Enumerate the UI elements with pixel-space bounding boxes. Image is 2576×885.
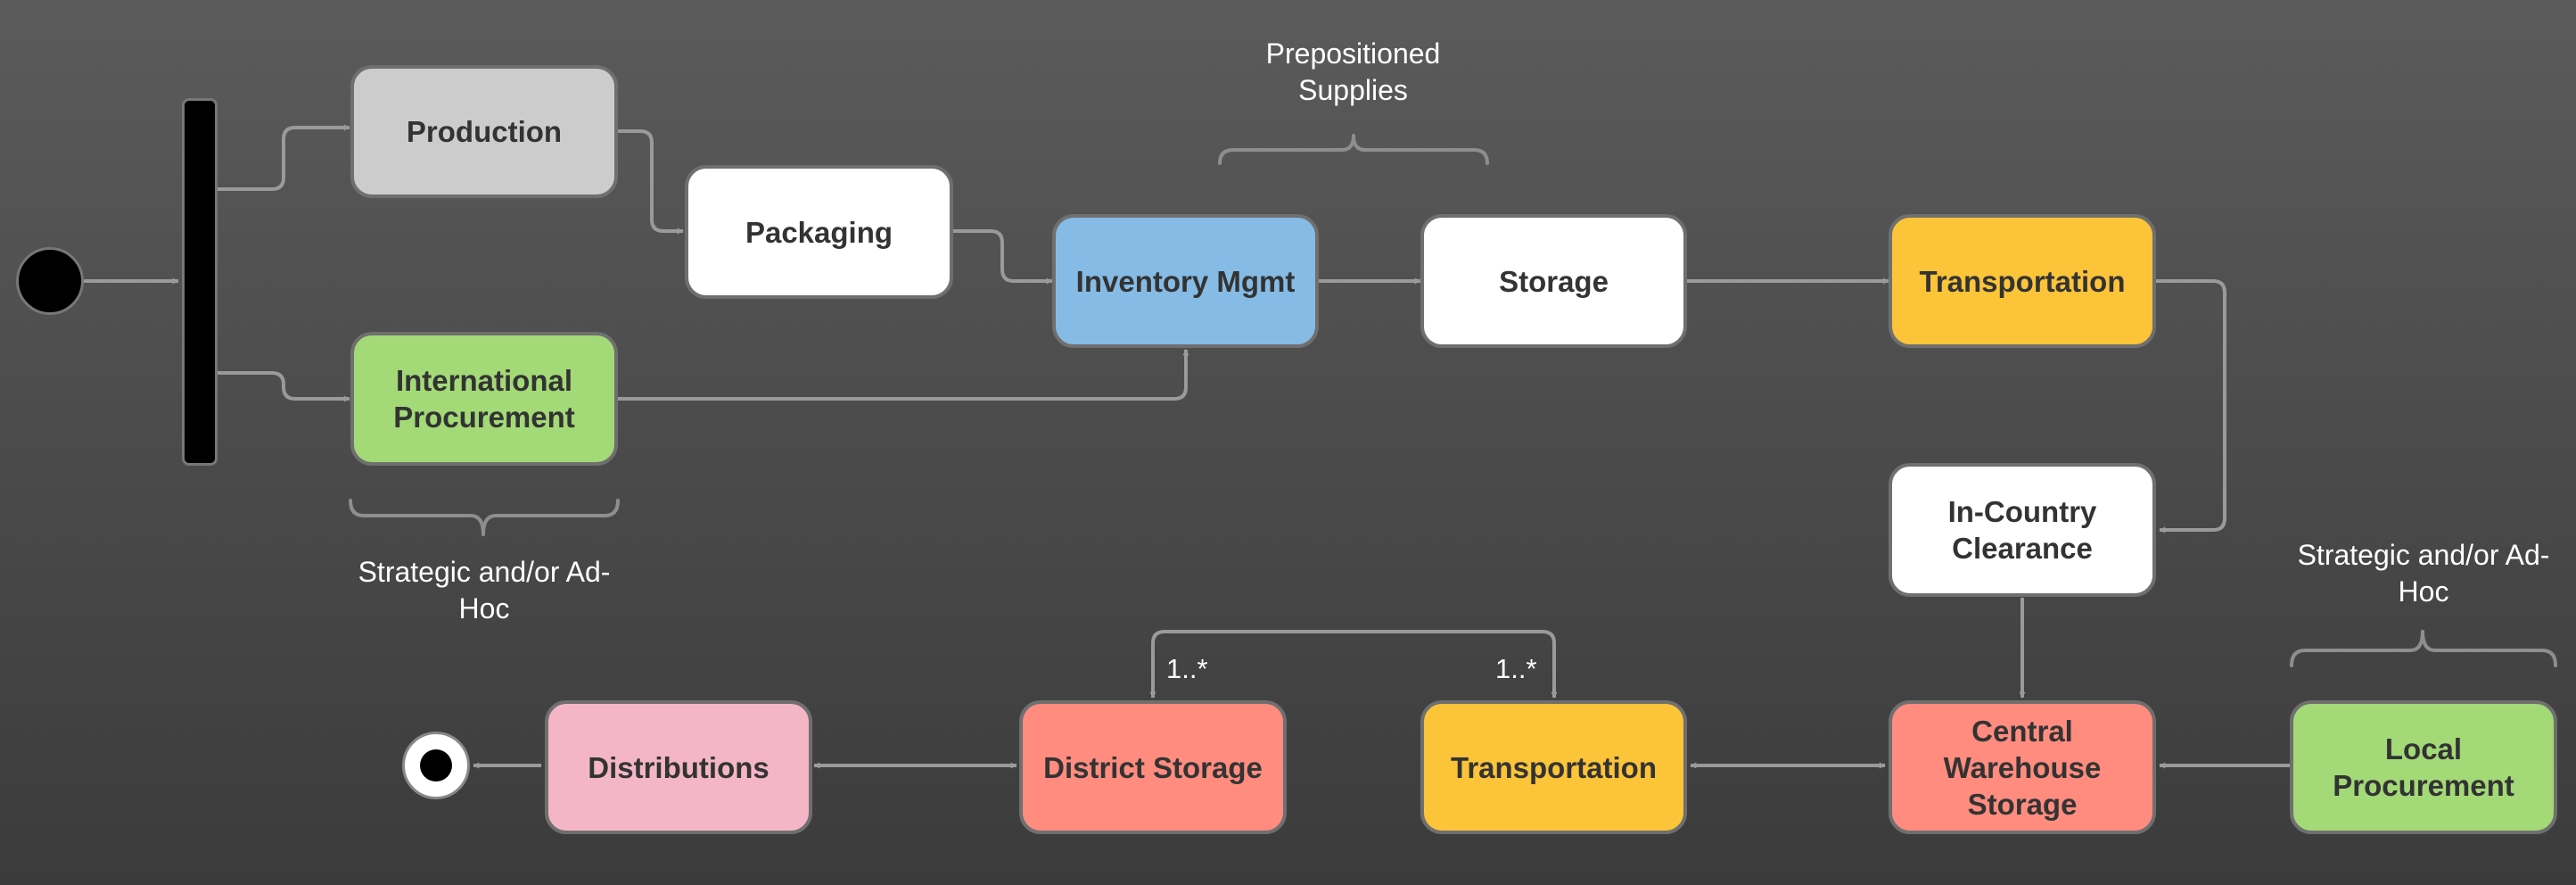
edge-production-to-packaging [618,129,684,235]
multiplicity-transport: 1..* [1495,653,1537,684]
note-strategic-left: Strategic and/or Ad-Hoc [358,556,611,624]
node-storage[interactable]: Storage [1420,214,1687,348]
node-inventory-mgmt[interactable]: Inventory Mgmt [1052,214,1319,348]
edge-intl-procurement-to-inventory [618,349,1189,401]
edge-district-transport-loop [1149,630,1558,699]
node-international-procurement[interactable]: International Procurement [350,332,618,466]
node-central-warehouse-storage[interactable]: Central Warehouse Storage [1889,700,2156,834]
brace-strategic-left [349,499,620,536]
brace-strategic-right [2290,630,2557,667]
node-in-country-clearance[interactable]: In-Country Clearance [1889,463,2156,597]
brace-prepositioned [1218,134,1489,165]
node-transportation-bottom[interactable]: Transportation [1420,700,1687,834]
final-node-dot [420,749,452,782]
edge-fork-to-production [218,124,350,191]
note-prepositioned-supplies: Prepositioned Supplies [1265,37,1441,106]
node-production[interactable]: Production [350,65,618,198]
note-strategic-right: Strategic and/or Ad-Hoc [2297,539,2550,608]
edge-transport-to-clearance [2156,279,2226,533]
multiplicity-district: 1..* [1166,653,1208,684]
node-packaging[interactable]: Packaging [685,165,953,299]
edge-packaging-to-inventory [953,229,1053,285]
edge-fork-to-intl-procurement [218,371,350,402]
node-transportation-top[interactable]: Transportation [1889,214,2156,348]
node-district-storage[interactable]: District Storage [1019,700,1287,834]
node-distributions[interactable]: Distributions [545,700,812,834]
fork-bar [182,98,218,466]
node-local-procurement[interactable]: Local Procurement [2290,700,2557,834]
initial-node [16,247,84,315]
